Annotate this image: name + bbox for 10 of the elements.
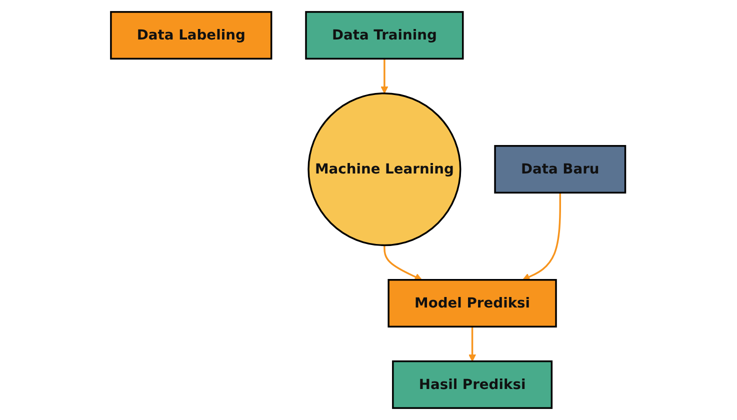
node-box: Data Labeling (110, 11, 273, 60)
node-circle: Machine Learning (308, 92, 462, 246)
node-box: Hasil Prediksi (392, 360, 553, 409)
node-box: Model Prediksi (388, 279, 558, 328)
node-box: Data Baru (494, 145, 627, 194)
arrow (522, 192, 562, 280)
arrow (384, 245, 423, 280)
node-box: Data Training (306, 11, 464, 60)
arrow (381, 58, 389, 94)
arrow (468, 326, 476, 362)
